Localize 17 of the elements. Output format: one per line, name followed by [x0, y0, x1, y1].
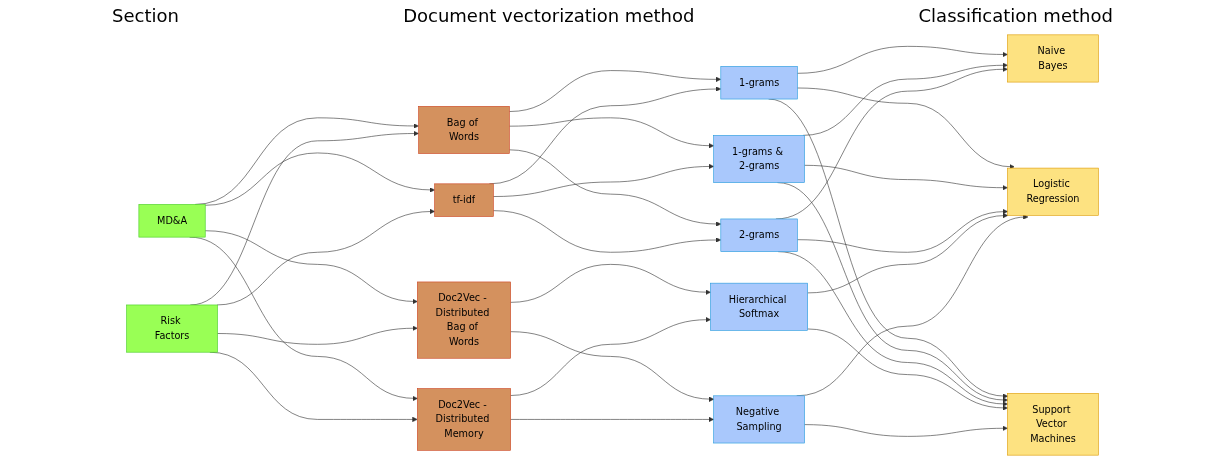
- node-box: Logistic Regression: [1007, 167, 1099, 216]
- node-box: Naive Bayes: [1007, 34, 1099, 83]
- column-heading: Classification method: [918, 4, 1113, 26]
- column-heading: Document vectorization method: [403, 4, 695, 26]
- node-box: 1-grams & 2-grams: [713, 135, 805, 183]
- node-box: tf-idf: [434, 183, 494, 217]
- node-box: Support Vector Machines: [1007, 393, 1099, 456]
- node-box: Doc2Vec - Distributed Bag of Words: [417, 281, 511, 359]
- node-box: Bag of Words: [418, 106, 510, 154]
- node-box: Risk Factors: [126, 304, 218, 353]
- node-box: MD&A: [138, 204, 206, 238]
- node-box: 2-grams: [720, 218, 798, 252]
- node-box: Negative Sampling: [713, 395, 805, 444]
- node-box: Doc2Vec - Distributed Memory: [417, 388, 511, 451]
- node-box: Hierarchical Softmax: [710, 282, 808, 331]
- node-box: 1-grams: [720, 66, 798, 100]
- column-heading: Section: [112, 4, 179, 26]
